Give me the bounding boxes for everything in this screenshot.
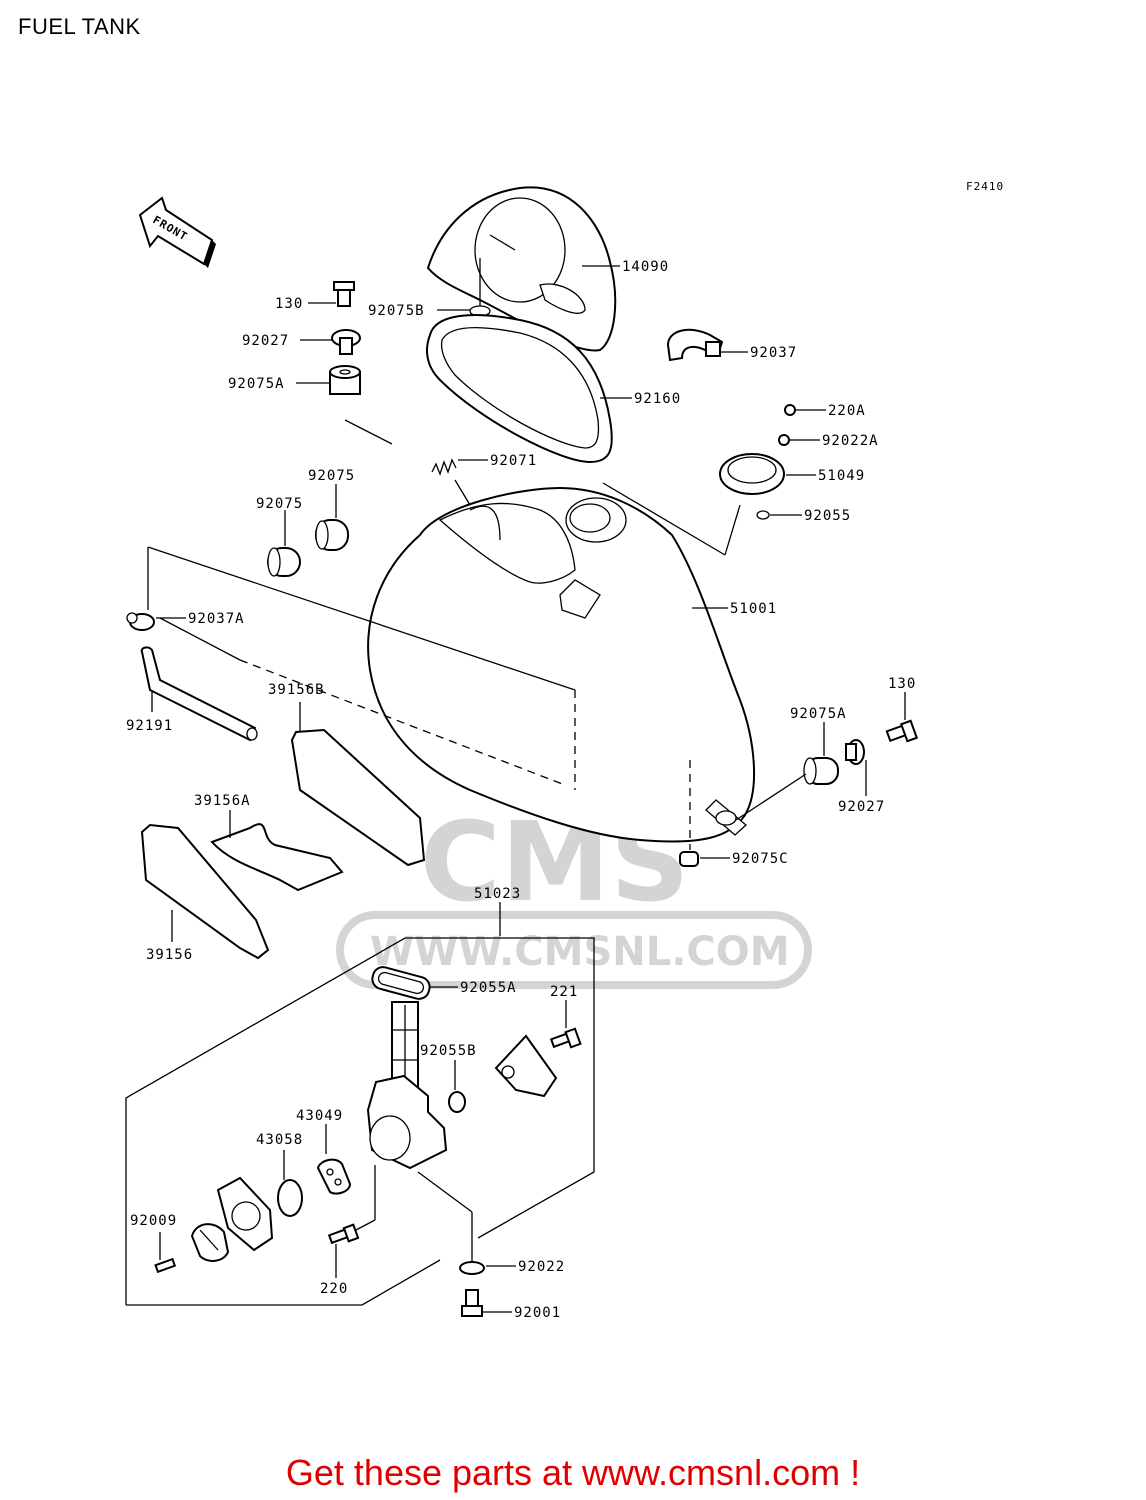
part-130-bolt-top bbox=[333, 281, 355, 307]
part-92009-screw bbox=[154, 1257, 177, 1274]
label-92071: 92071 bbox=[490, 453, 537, 469]
part-43049-gasket bbox=[316, 1158, 352, 1195]
label-92027-top: 92027 bbox=[242, 333, 289, 349]
label-92022a: 92022A bbox=[822, 433, 879, 449]
label-92055b: 92055B bbox=[420, 1043, 477, 1059]
part-130-bolt-right bbox=[885, 719, 919, 743]
part-220-screw bbox=[327, 1223, 360, 1245]
part-92075c-grommet bbox=[679, 851, 699, 867]
part-92075-damper-b bbox=[315, 519, 349, 551]
label-221: 221 bbox=[550, 984, 578, 1000]
part-39156a-pad bbox=[210, 823, 344, 892]
label-92027-right: 92027 bbox=[838, 799, 885, 815]
part-92055-o-ring bbox=[756, 510, 770, 520]
watermark-url: WWW.CMSNL.COM bbox=[370, 929, 790, 975]
part-39156b-pad bbox=[290, 728, 426, 867]
label-92037a: 92037A bbox=[188, 611, 245, 627]
label-220a: 220A bbox=[828, 403, 866, 419]
label-92075a-top: 92075A bbox=[228, 376, 285, 392]
label-51049: 51049 bbox=[818, 468, 865, 484]
part-43058-o-ring bbox=[277, 1179, 303, 1217]
part-fuel-cock-knob bbox=[190, 1223, 230, 1262]
part-92037a-clip bbox=[126, 612, 155, 631]
part-92037-clamp bbox=[666, 328, 724, 362]
label-92055a: 92055A bbox=[460, 980, 517, 996]
part-92075a-damper-right bbox=[803, 757, 839, 785]
part-92027-collar-right bbox=[845, 739, 865, 765]
label-92022: 92022 bbox=[518, 1259, 565, 1275]
front-arrow-icon: FRONT bbox=[138, 196, 216, 268]
part-92191-hose bbox=[140, 646, 258, 742]
label-14090: 14090 bbox=[622, 259, 669, 275]
part-14090-cover bbox=[426, 186, 617, 352]
label-92009: 92009 bbox=[130, 1213, 177, 1229]
label-39156: 39156 bbox=[146, 947, 193, 963]
part-51001-fuel-tank bbox=[367, 486, 756, 843]
label-43049: 43049 bbox=[296, 1108, 343, 1124]
part-92160-seal bbox=[426, 314, 613, 464]
label-130-right: 130 bbox=[888, 676, 916, 692]
label-220: 220 bbox=[320, 1281, 348, 1297]
label-92075-a: 92075 bbox=[256, 496, 303, 512]
label-92191: 92191 bbox=[126, 718, 173, 734]
part-92001-bolt bbox=[461, 1289, 483, 1317]
label-92037: 92037 bbox=[750, 345, 797, 361]
part-92022a-washer bbox=[778, 434, 790, 446]
part-39156-pad bbox=[140, 823, 270, 960]
label-130-top: 130 bbox=[275, 296, 303, 312]
part-92075-damper-a bbox=[267, 547, 301, 577]
label-51001: 51001 bbox=[730, 601, 777, 617]
label-92075a-right: 92075A bbox=[790, 706, 847, 722]
part-92027-collar-top bbox=[331, 329, 361, 355]
promo-link[interactable]: Get these parts at www.cmsnl.com ! bbox=[285, 1452, 861, 1493]
part-lever-plate bbox=[216, 1176, 274, 1252]
label-92001: 92001 bbox=[514, 1305, 561, 1321]
label-92075c: 92075C bbox=[732, 851, 789, 867]
label-92075-b: 92075 bbox=[308, 468, 355, 484]
label-92160: 92160 bbox=[634, 391, 681, 407]
part-92075a-damper-top bbox=[329, 365, 361, 395]
part-92071-spring bbox=[431, 458, 457, 476]
part-cover-plate bbox=[494, 1034, 558, 1098]
part-92055a-o-ring bbox=[371, 966, 431, 1000]
part-92022-washer bbox=[459, 1261, 485, 1275]
label-92055: 92055 bbox=[804, 508, 851, 524]
part-51049-cap bbox=[719, 453, 785, 495]
part-221-screw bbox=[549, 1027, 582, 1049]
part-51023-fuel-cock-assembly-frame bbox=[125, 937, 595, 1306]
part-92055b-o-ring bbox=[448, 1091, 466, 1113]
page-title: FUEL TANK bbox=[18, 14, 141, 39]
label-51023: 51023 bbox=[474, 886, 521, 902]
label-39156a: 39156A bbox=[194, 793, 251, 809]
part-fuel-cock-body bbox=[366, 1001, 448, 1170]
label-43058: 43058 bbox=[256, 1132, 303, 1148]
figure-code: F2410 bbox=[966, 180, 1004, 193]
label-39156b: 39156B bbox=[268, 682, 325, 698]
label-92075b: 92075B bbox=[368, 303, 425, 319]
part-220a-screw bbox=[784, 404, 796, 416]
